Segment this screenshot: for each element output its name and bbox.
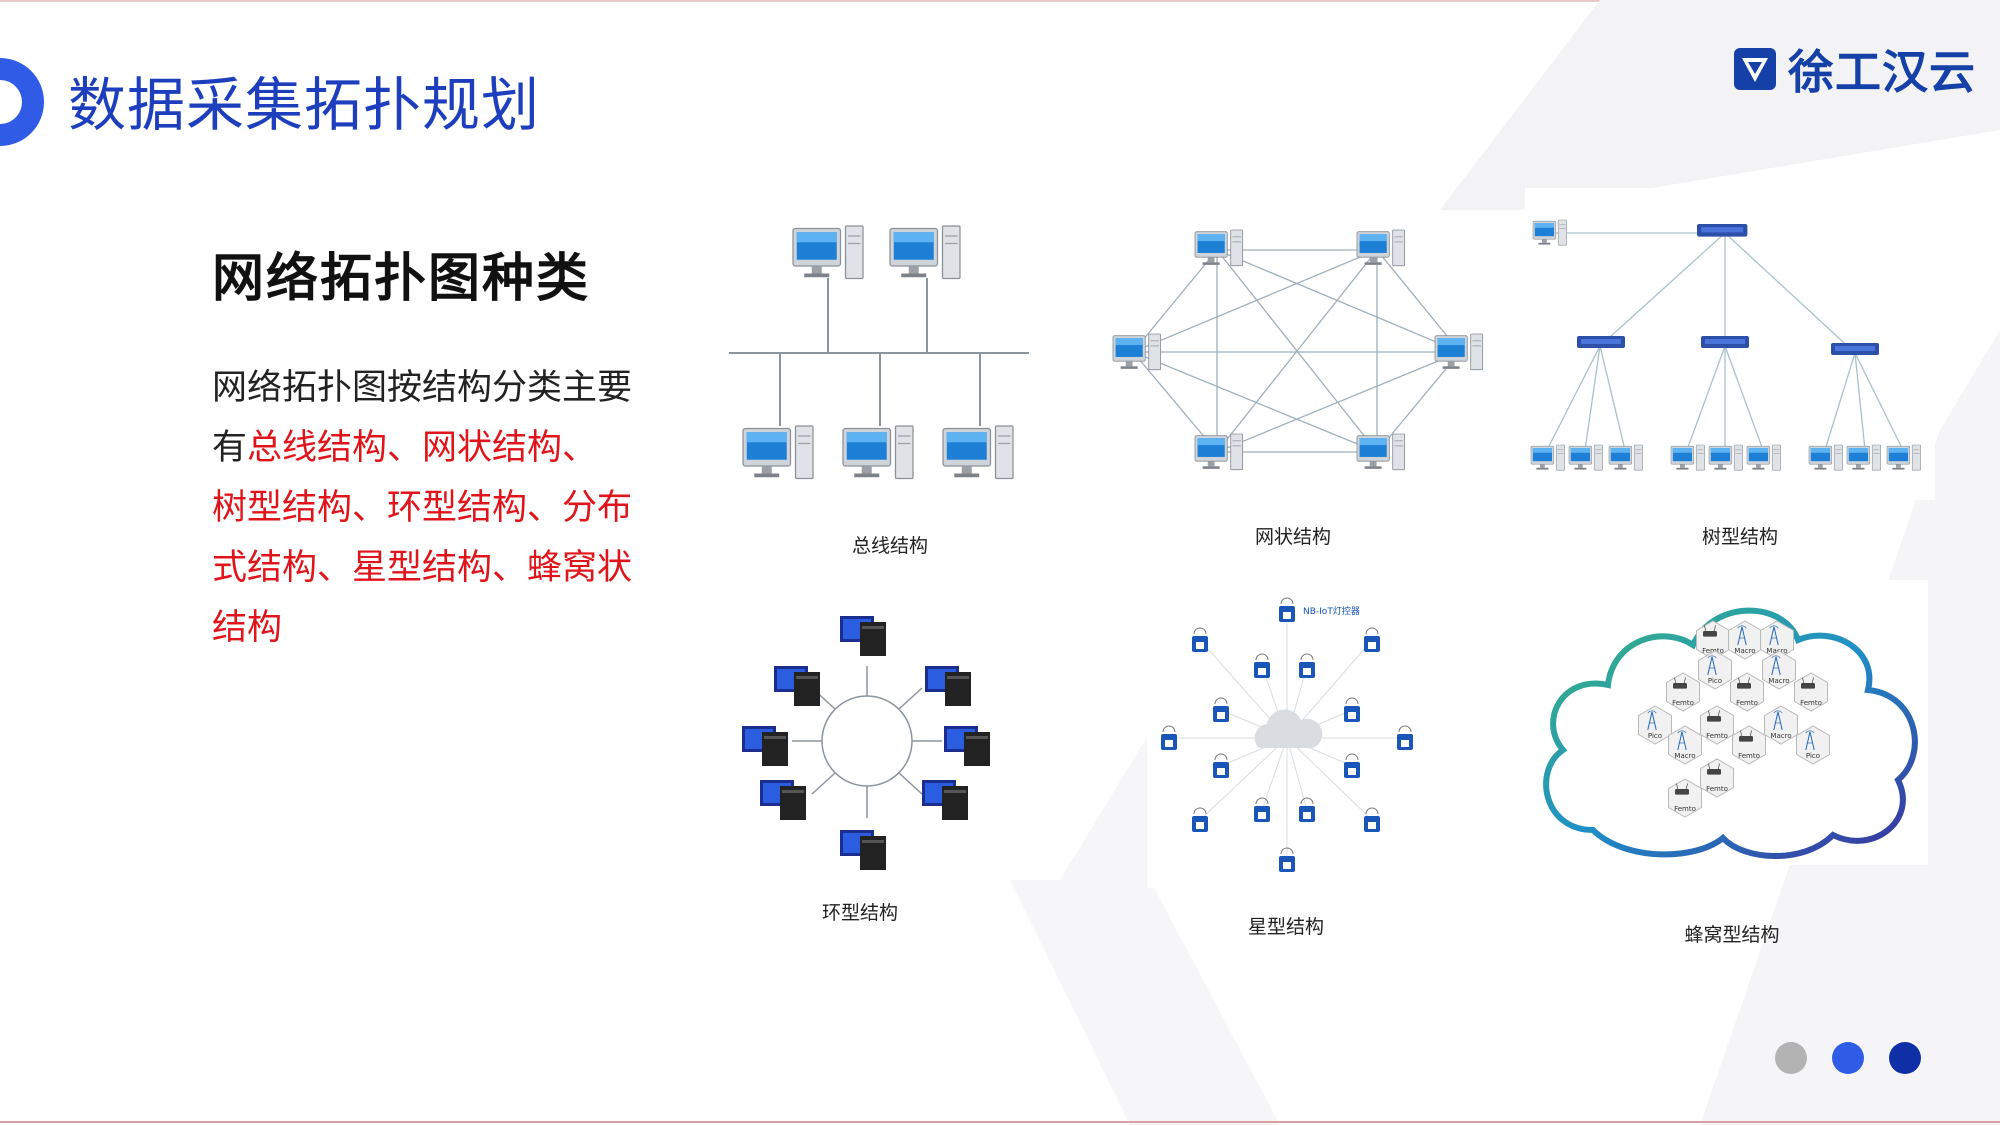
page-indicator [1775, 1042, 1921, 1074]
title-accent-icon [0, 58, 44, 146]
cell-label: Pico [1708, 677, 1722, 685]
bottom-border [0, 1121, 2000, 1123]
cell-label: Femto [1706, 785, 1728, 793]
mesh-caption: 网状结构 [1254, 526, 1331, 548]
star-caption: 星型结构 [1247, 916, 1324, 938]
cell-label: Macro [1770, 732, 1791, 740]
bus-topology-diagram [725, 218, 1035, 493]
cell-hexagon [1794, 672, 1828, 712]
company-logo: 徐工汉云 [1732, 36, 1976, 102]
cell-label: Femto [1706, 732, 1728, 740]
top-border [0, 0, 2000, 2]
cell-label: Femto [1672, 699, 1694, 707]
cell-label: Femto [1800, 699, 1822, 707]
cell-label: Femto [1702, 647, 1724, 655]
cell-label: Femto [1738, 752, 1760, 760]
description: 网络拓扑图按结构分类主要有总线结构、网状结构、树型结构、环型结构、分布式结构、星… [212, 358, 632, 658]
page-dot-2[interactable] [1832, 1042, 1864, 1074]
ring-caption: 环型结构 [821, 902, 898, 924]
cell-label: Femto [1736, 699, 1758, 707]
section-heading: 网络拓扑图种类 [212, 249, 591, 309]
description-intro: 网络拓扑图按结构分类主要有 [212, 368, 633, 468]
tree-topology-diagram [1525, 188, 1935, 500]
description-highlight: 总线结构、网状结构、树型结构、环型结构、分布式结构、星型结构、蜂窝状结构 [212, 428, 633, 648]
tree-caption: 树型结构 [1701, 526, 1778, 548]
cell-label: Femto [1674, 805, 1696, 813]
bus-caption: 总线结构 [851, 535, 928, 557]
ring-topology-diagram [742, 606, 1012, 876]
mesh-topology-diagram [1105, 212, 1490, 492]
logo-text: 徐工汉云 [1788, 45, 1976, 99]
cell-label: Pico [1806, 752, 1820, 760]
page-dot-1[interactable] [1775, 1042, 1807, 1074]
cell-label: Macro [1674, 752, 1695, 760]
page-title: 数据采集拓扑规划 [68, 71, 541, 139]
logo-shield-icon [1734, 48, 1776, 90]
cell-label: Pico [1648, 732, 1662, 740]
cell-hexagon [1668, 778, 1702, 818]
cell-label: Macro [1734, 647, 1755, 655]
page-dot-3[interactable] [1889, 1042, 1921, 1074]
cell-hexagon [1700, 758, 1734, 798]
cell-label: Macro [1768, 677, 1789, 685]
star-topology-diagram: NB-IoT灯控器 [1147, 588, 1427, 888]
cellular-caption: 蜂窝型结构 [1684, 924, 1780, 946]
star-center-label: NB-IoT灯控器 [1303, 605, 1360, 617]
cell-label: Macro [1766, 647, 1787, 655]
cell-hexagon [1666, 672, 1700, 712]
cell-hexagon [1732, 725, 1766, 765]
cell-hexagon [1730, 672, 1764, 712]
